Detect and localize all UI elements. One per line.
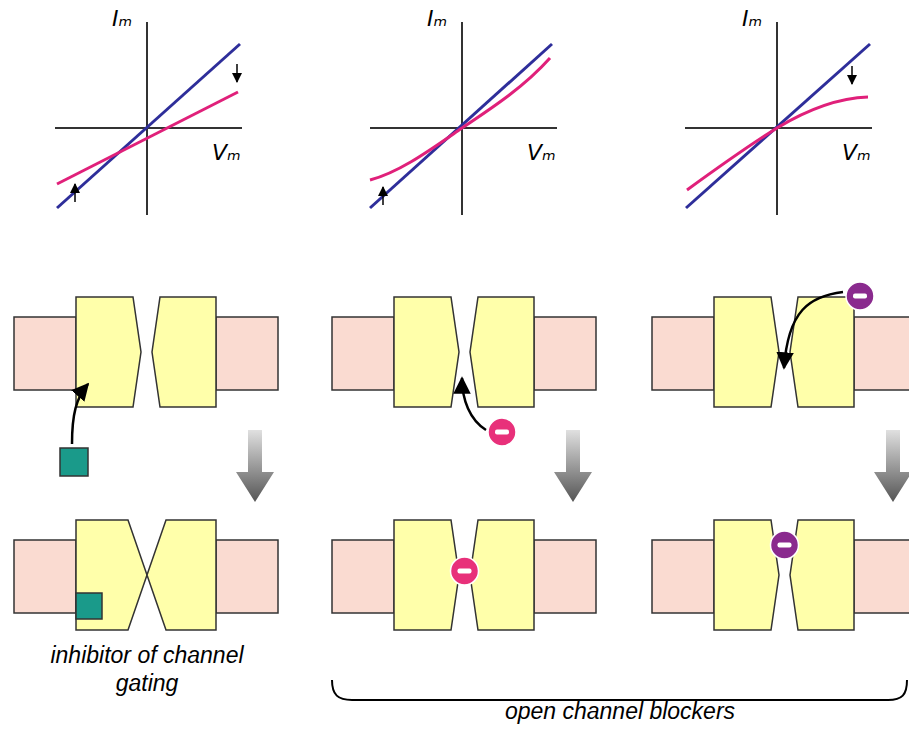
transition-arrow <box>874 430 909 502</box>
caption-text: open channel blockers <box>460 698 780 726</box>
blocker-ion <box>451 378 517 585</box>
channel-blocked <box>332 520 596 630</box>
channel-closed <box>14 520 278 630</box>
caption-text: inhibitor of channel gating <box>47 642 247 697</box>
channel-open <box>652 297 909 407</box>
transition-arrow <box>554 430 592 502</box>
gating-inhibitor <box>60 384 102 619</box>
transition-arrow <box>236 430 274 502</box>
axis-label: Iₘ <box>427 6 447 31</box>
bracket <box>332 680 907 700</box>
iv-graph-3 <box>685 22 872 215</box>
blocker-ion <box>771 282 875 559</box>
channel-blocked <box>652 520 909 630</box>
axis-label: Iₘ <box>112 6 132 31</box>
iv-graph-1 <box>55 22 242 215</box>
axis-label: Iₘ <box>742 6 762 31</box>
iv-graph-2 <box>370 22 557 215</box>
axis-label: Vₘ <box>842 140 871 165</box>
channel-open <box>14 297 278 407</box>
axis-label: Vₘ <box>527 140 556 165</box>
axis-label: Vₘ <box>212 140 241 165</box>
